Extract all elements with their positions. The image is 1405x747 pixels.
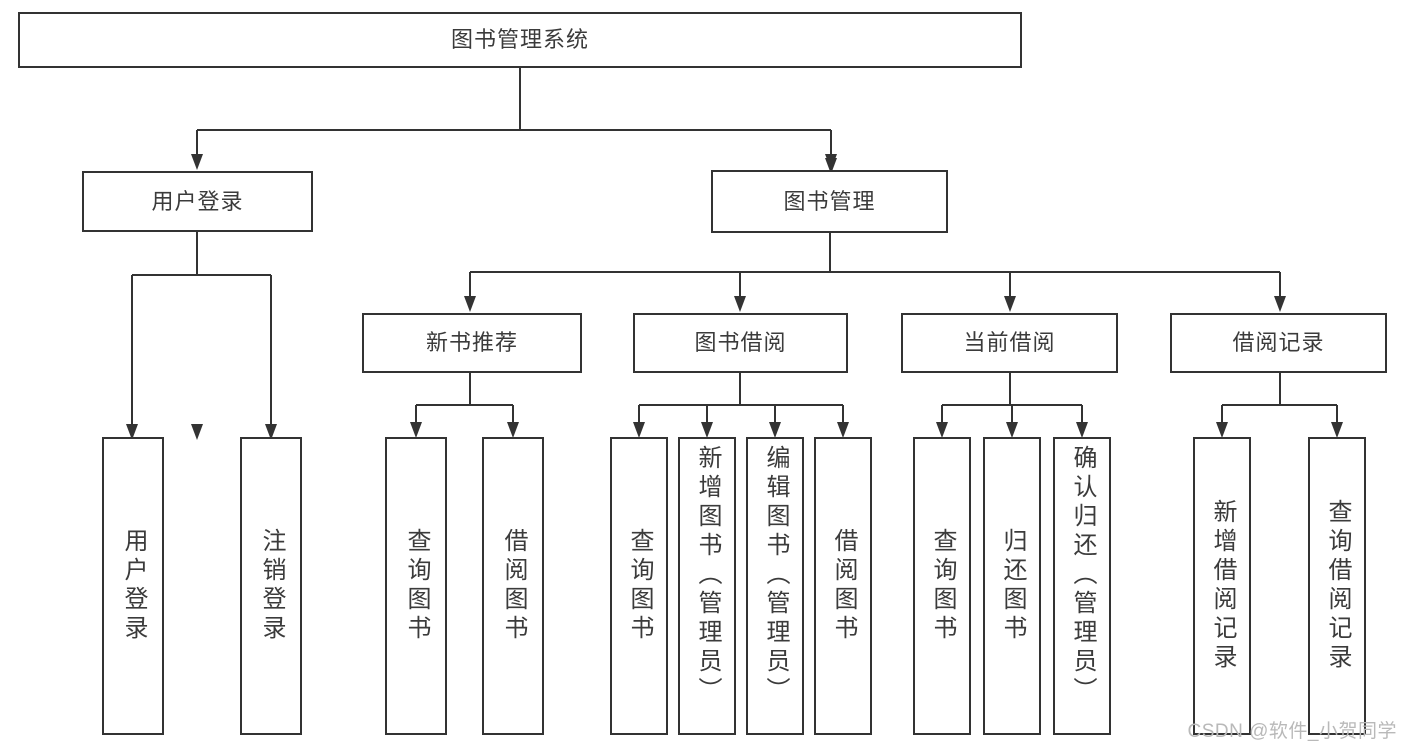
node-leaf-confirm-return-label: 确认归还（管理员） [1069,445,1096,706]
watermark-text: CSDN @软件_小贺同学 [1187,721,1397,742]
node-leaf-return-book-label: 归还图书 [999,528,1026,644]
node-leaf-edit-book[interactable]: 编辑图书（管理员） [746,437,804,735]
node-current-borrow[interactable]: 当前借阅 [901,313,1118,373]
node-user-login-label: 用户登录 [151,188,244,214]
node-book-borrow[interactable]: 图书借阅 [633,313,848,373]
node-leaf-query-book[interactable]: 查询图书 [610,437,668,735]
node-leaf-query-book-rec[interactable]: 查询图书 [385,437,447,735]
node-leaf-return-book[interactable]: 归还图书 [983,437,1041,735]
node-leaf-query-book-cur[interactable]: 查询图书 [913,437,971,735]
node-borrow-record[interactable]: 借阅记录 [1170,313,1387,373]
node-book-manage[interactable]: 图书管理 [711,170,948,233]
node-leaf-confirm-return[interactable]: 确认归还（管理员） [1053,437,1111,735]
node-leaf-borrow-book-rec[interactable]: 借阅图书 [482,437,544,735]
node-leaf-user-logout[interactable]: 注销登录 [240,437,302,735]
node-leaf-add-record-label: 新增借阅记录 [1209,499,1236,673]
node-leaf-add-record[interactable]: 新增借阅记录 [1193,437,1251,735]
node-book-manage-label: 图书管理 [783,188,876,214]
node-current-borrow-label: 当前借阅 [963,330,1056,356]
node-leaf-query-record-label: 查询借阅记录 [1324,499,1351,673]
node-leaf-query-book-cur-label: 查询图书 [929,528,956,644]
node-leaf-query-book-label: 查询图书 [626,528,653,644]
node-leaf-query-book-rec-label: 查询图书 [403,528,430,644]
node-leaf-query-record[interactable]: 查询借阅记录 [1308,437,1366,735]
node-new-book-rec[interactable]: 新书推荐 [362,313,582,373]
node-leaf-add-book[interactable]: 新增图书（管理员） [678,437,736,735]
node-user-login[interactable]: 用户登录 [82,171,313,232]
node-new-book-rec-label: 新书推荐 [425,330,518,356]
node-leaf-add-book-label: 新增图书（管理员） [694,445,721,706]
node-leaf-user-logout-label: 注销登录 [258,528,285,644]
node-leaf-borrow-book-label: 借阅图书 [830,528,857,644]
node-leaf-borrow-book[interactable]: 借阅图书 [814,437,872,735]
node-root-label: 图书管理系统 [450,27,589,53]
node-leaf-user-login-label: 用户登录 [120,528,147,644]
node-book-borrow-label: 图书借阅 [694,330,787,356]
node-leaf-borrow-book-rec-label: 借阅图书 [500,528,527,644]
node-leaf-user-login[interactable]: 用户登录 [102,437,164,735]
node-leaf-edit-book-label: 编辑图书（管理员） [762,445,789,706]
node-borrow-record-label: 借阅记录 [1232,330,1325,356]
node-root[interactable]: 图书管理系统 [18,12,1022,68]
